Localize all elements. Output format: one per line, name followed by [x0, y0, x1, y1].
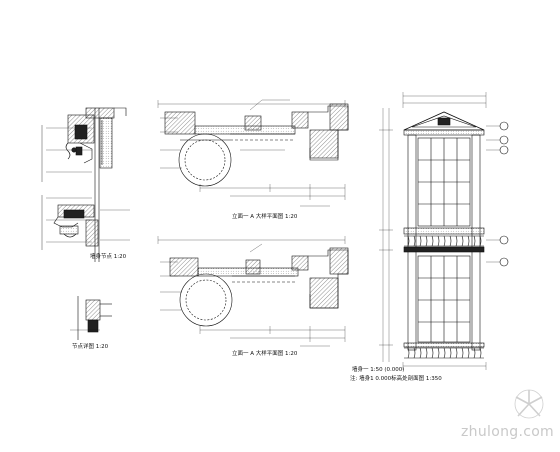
caption-section-left: 墙身节点 1:20 — [90, 254, 127, 260]
baluster — [425, 235, 428, 247]
wall-section-left-lower — [41, 195, 130, 250]
baluster — [461, 235, 464, 247]
caption-detail-bottom: 节点详图 1:20 — [72, 344, 109, 350]
caption-lower-plan: 立面一 A 大样平面图 1:20 — [232, 351, 298, 357]
caption-upper-plan: 立面一 A 大样平面图 1:20 — [232, 214, 298, 220]
elevation-right — [379, 92, 500, 370]
baluster — [419, 235, 422, 247]
baluster — [461, 347, 464, 359]
baluster — [473, 235, 476, 247]
caption-elevation: 墙身一 1:50 (0.000) — [352, 367, 405, 373]
baluster — [467, 347, 470, 359]
baluster — [425, 347, 428, 359]
baluster — [449, 347, 452, 359]
baluster — [413, 347, 416, 359]
baluster — [407, 235, 410, 247]
watermark-text: zhulong.com — [461, 424, 554, 440]
baluster — [437, 347, 440, 359]
wall-section-left — [41, 107, 127, 262]
plan-detail-lower — [157, 236, 349, 347]
baluster — [479, 235, 482, 247]
plan-detail-upper — [157, 99, 349, 207]
baluster — [443, 235, 446, 247]
baluster — [413, 235, 416, 247]
baluster — [431, 235, 434, 247]
baluster — [449, 235, 452, 247]
baluster — [479, 347, 482, 359]
baluster — [431, 347, 434, 359]
zhulong-logo-icon — [506, 386, 552, 426]
detail-bottom-left — [70, 296, 112, 340]
baluster — [437, 235, 440, 247]
balusters — [407, 235, 482, 359]
baluster — [473, 347, 476, 359]
baluster — [467, 235, 470, 247]
baluster — [455, 235, 458, 247]
baluster — [407, 347, 410, 359]
baluster — [443, 347, 446, 359]
baluster — [419, 347, 422, 359]
baluster — [455, 347, 458, 359]
caption-elevation-note: 注: 墙身1 0.000标高处剖面图 1:350 — [350, 376, 442, 382]
callout-circles — [499, 121, 509, 267]
